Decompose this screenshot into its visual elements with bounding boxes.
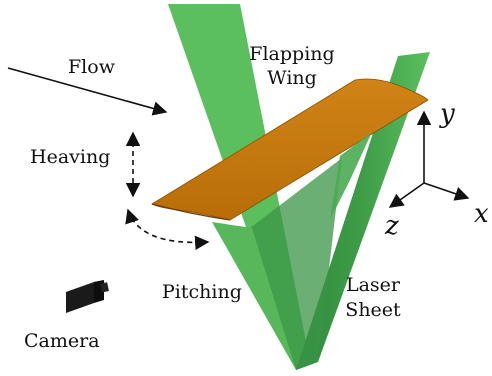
camera-icon (66, 280, 109, 313)
flapping-wing-label-line2: Wing (267, 67, 317, 89)
laser-sheet-label: Laser Sheet (338, 274, 408, 321)
flapping-wing-label-line1: Flapping (249, 43, 335, 65)
pitching-label: Pitching (162, 281, 242, 303)
pitching-arrow (125, 208, 210, 250)
laser-sheet-label-line2: Sheet (345, 299, 401, 321)
laser-sheet-label-line1: Laser (345, 274, 401, 296)
x-axis-label: x (474, 199, 489, 229)
x-axis-arrow (423, 182, 470, 201)
laser-sheet-lower-left (212, 222, 296, 370)
z-axis-arrow (388, 182, 425, 208)
heaving-label: Heaving (30, 146, 111, 168)
y-axis-label: y (440, 99, 455, 129)
camera-label: Camera (24, 330, 100, 352)
flapping-wing-label: Flapping Wing (248, 43, 336, 89)
flow-arrow (7, 67, 168, 116)
z-axis-label: z (385, 211, 399, 241)
flow-label: Flow (68, 56, 115, 78)
laser-sheet-front-overlap (330, 132, 372, 220)
laser-sheet-shadow (250, 158, 342, 370)
laser-sheet-right-panel (296, 52, 430, 370)
